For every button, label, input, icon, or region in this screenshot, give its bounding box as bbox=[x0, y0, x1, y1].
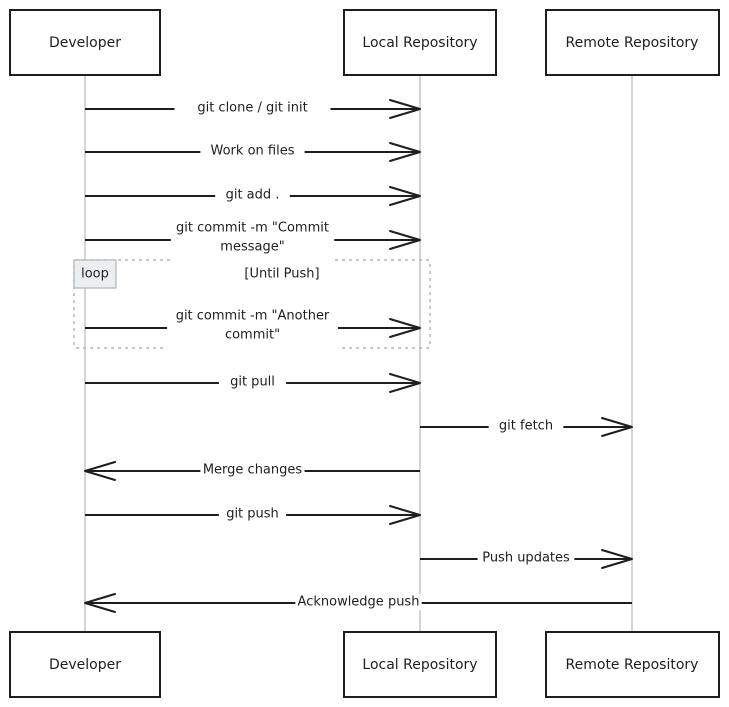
actor-developer-bottom: Developer bbox=[9, 631, 161, 698]
message-label-background bbox=[170, 227, 335, 265]
actor-developer-top: Developer bbox=[9, 9, 161, 76]
actor-label: Local Repository bbox=[362, 35, 477, 51]
message-label: Push updates bbox=[482, 551, 570, 566]
message: git commit -m "Another commit" bbox=[85, 309, 421, 353]
message-label: message" bbox=[220, 240, 284, 255]
loop-tag-label: loop bbox=[81, 267, 109, 282]
actor-box bbox=[343, 631, 497, 698]
message: git push bbox=[85, 505, 421, 525]
actor-local-repository-top: Local Repository bbox=[343, 9, 497, 76]
actor-label: Remote Repository bbox=[566, 657, 699, 673]
arrowhead-icon bbox=[389, 318, 421, 338]
arrowhead-icon bbox=[601, 549, 633, 569]
message: Merge changes bbox=[84, 461, 420, 481]
message: Push updates bbox=[420, 549, 633, 569]
message-label: Work on files bbox=[211, 144, 295, 159]
arrowhead-icon bbox=[389, 142, 421, 162]
message-label: Acknowledge push bbox=[298, 595, 420, 610]
message-label-background bbox=[215, 187, 290, 203]
message-label: commit" bbox=[225, 328, 280, 343]
message-label-background bbox=[488, 418, 564, 434]
message-label: git push bbox=[226, 507, 279, 522]
actor-local-repository-bottom: Local Repository bbox=[343, 631, 497, 698]
message-label-background bbox=[477, 550, 575, 566]
arrowhead-icon bbox=[389, 186, 421, 206]
arrowhead-icon bbox=[601, 417, 633, 437]
actor-box bbox=[9, 9, 161, 76]
actor-remote-repository-bottom: Remote Repository bbox=[545, 631, 720, 698]
arrowhead-icon bbox=[389, 99, 421, 119]
message-label-background bbox=[218, 374, 287, 390]
message-label: git fetch bbox=[499, 419, 553, 434]
message: git commit -m "Commit message" bbox=[85, 221, 421, 265]
message: git add . bbox=[85, 186, 421, 206]
actor-box bbox=[545, 631, 720, 698]
arrowhead-icon bbox=[389, 230, 421, 250]
actor-label: Developer bbox=[49, 657, 121, 673]
message: Acknowledge push bbox=[84, 593, 632, 613]
message-label: git clone / git init bbox=[197, 101, 307, 116]
loop-condition: [Until Push] bbox=[244, 267, 319, 282]
loop-tag-box bbox=[73, 259, 117, 289]
message: git fetch bbox=[420, 417, 633, 437]
arrowhead-icon bbox=[84, 593, 116, 613]
message-label-background bbox=[200, 462, 305, 478]
message-label: Merge changes bbox=[203, 463, 303, 478]
actor-label: Remote Repository bbox=[566, 35, 699, 51]
actor-box bbox=[343, 9, 497, 76]
message: Work on files bbox=[85, 142, 421, 162]
message: git clone / git init bbox=[85, 99, 421, 119]
arrowhead-icon bbox=[84, 461, 116, 481]
message-label: git commit -m "Commit bbox=[176, 221, 329, 236]
message-label: git add . bbox=[226, 188, 280, 203]
actor-box bbox=[9, 631, 161, 698]
message-label-background bbox=[295, 594, 422, 610]
message: git pull bbox=[85, 373, 421, 393]
message-label: git commit -m "Another bbox=[176, 309, 330, 324]
message-label-background bbox=[200, 143, 305, 159]
arrowhead-icon bbox=[389, 505, 421, 525]
message-label: git pull bbox=[230, 375, 275, 390]
arrowhead-icon bbox=[389, 373, 421, 393]
actor-label: Developer bbox=[49, 35, 121, 51]
message-label-background bbox=[167, 315, 338, 353]
message-label-background bbox=[174, 100, 331, 116]
actor-box bbox=[545, 9, 720, 76]
message-label-background bbox=[218, 506, 287, 522]
actor-label: Local Repository bbox=[362, 657, 477, 673]
actor-remote-repository-top: Remote Repository bbox=[545, 9, 720, 76]
